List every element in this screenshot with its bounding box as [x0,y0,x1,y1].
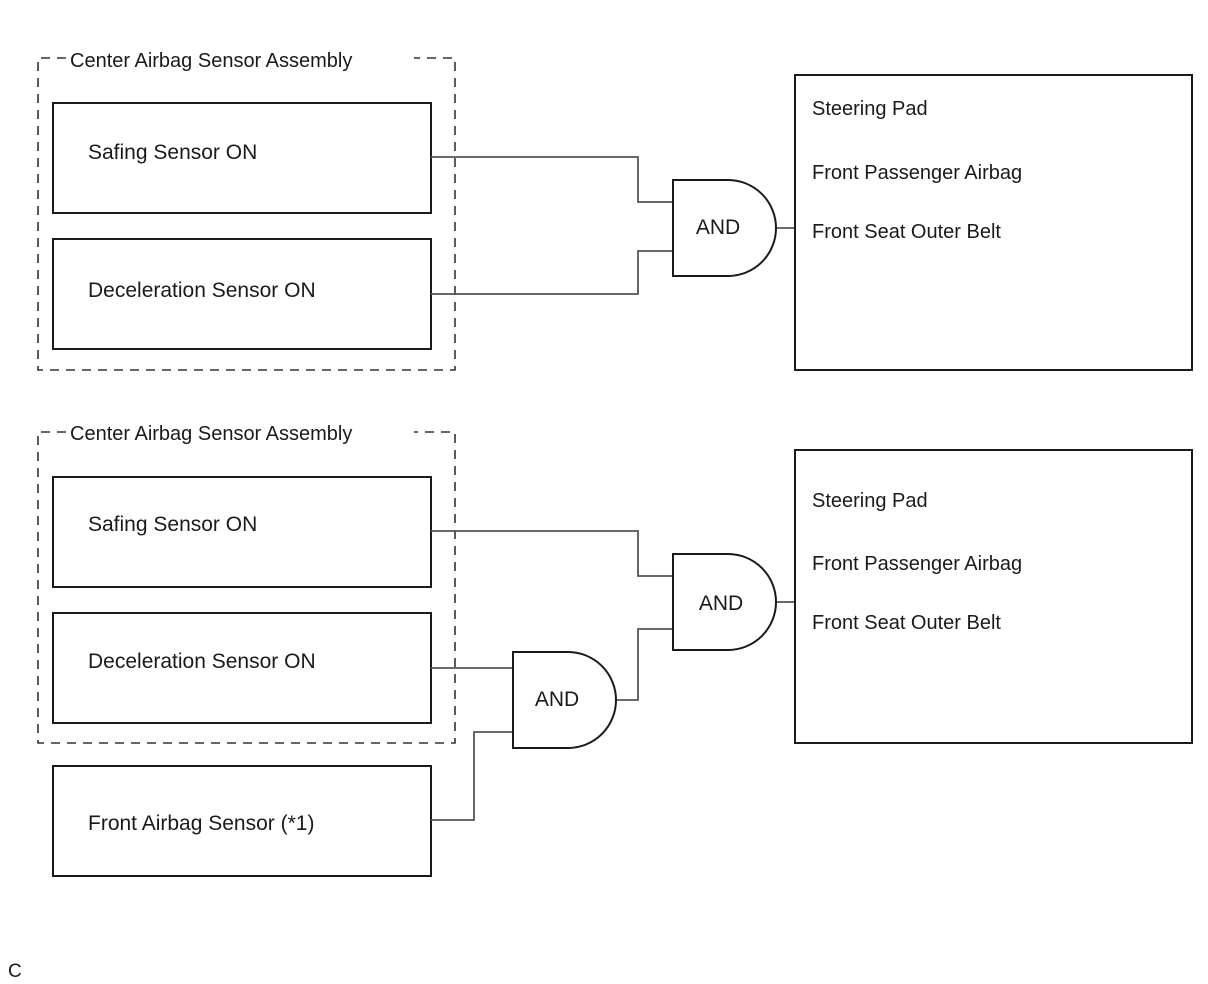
top-and-gate [672,179,777,277]
top-section: Center Airbag Sensor Assembly Safing Sen… [37,50,1193,371]
top-deceleration-wire [431,250,673,295]
front-airbag-sensor-wire [431,731,513,821]
bottom-assembly-boundary [37,431,456,744]
bottom-sub-and-gate-label: AND [535,688,579,711]
bottom-output-front-seat-outer-belt: Front Seat Outer Belt [812,612,1001,634]
bottom-deceleration-sensor-box [52,612,432,724]
bottom-assembly-label: Center Airbag Sensor Assembly [70,423,352,445]
top-assembly-boundary [37,57,456,371]
top-deceleration-sensor-box [52,238,432,350]
sub-gate-to-main-gate-wire [617,628,673,701]
top-assembly-label: Center Airbag Sensor Assembly [70,50,352,72]
bottom-section: Center Airbag Sensor Assembly Safing Sen… [37,423,1193,877]
top-safing-sensor-label: Safing Sensor ON [88,141,257,164]
bottom-safing-wire [431,530,673,577]
top-output-steering-pad: Steering Pad [812,98,928,120]
bottom-output-steering-pad: Steering Pad [812,490,928,512]
top-and-gate-label: AND [696,216,740,239]
top-safing-wire [431,156,673,203]
bottom-deceleration-sensor-label: Deceleration Sensor ON [88,650,316,673]
bottom-safing-sensor-box [52,476,432,588]
corner-mark: C [8,961,22,982]
top-output-box [794,74,1193,371]
bottom-sub-and-gate [512,651,617,749]
bottom-main-and-gate [672,553,777,651]
top-safing-sensor-box [52,102,432,214]
top-output-front-seat-outer-belt: Front Seat Outer Belt [812,221,1001,243]
bottom-main-and-gate-label: AND [699,592,743,615]
bottom-output-box [794,449,1193,744]
top-deceleration-sensor-label: Deceleration Sensor ON [88,279,316,302]
front-airbag-sensor-box [52,765,432,877]
bottom-safing-sensor-label: Safing Sensor ON [88,513,257,536]
top-output-front-passenger-airbag: Front Passenger Airbag [812,162,1022,184]
front-airbag-sensor-label: Front Airbag Sensor (*1) [88,812,314,835]
bottom-output-front-passenger-airbag: Front Passenger Airbag [812,553,1022,575]
